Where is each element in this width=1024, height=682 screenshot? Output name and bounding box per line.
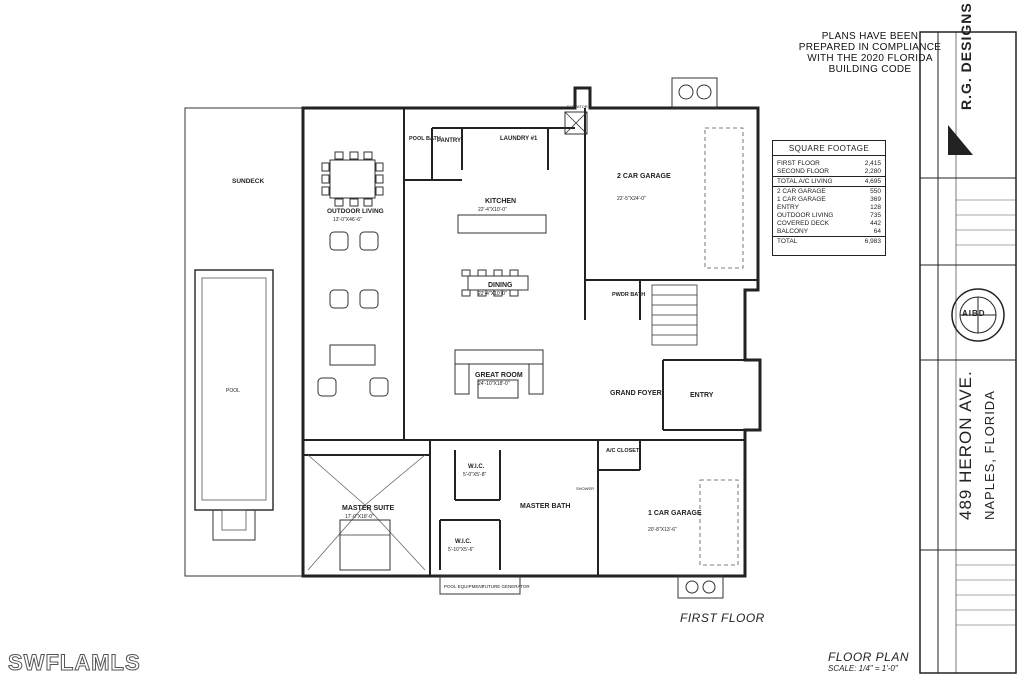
label-pantry: PANTRY: [437, 138, 461, 144]
label-shower: SHOWER: [576, 486, 594, 491]
stairs: [651, 284, 698, 346]
svg-text:13'-0"X46'-6": 13'-0"X46'-6": [333, 217, 362, 223]
svg-text:22'-5"X24'-0": 22'-5"X24'-0": [617, 196, 646, 202]
svg-text:22'-4"X10'-0": 22'-4"X10'-0": [478, 207, 507, 213]
label-garage2: 2 CAR GARAGE: [617, 173, 671, 180]
great-room-seating: [454, 349, 544, 399]
label-dining: DINING: [488, 282, 513, 289]
label-pool: POOL: [226, 388, 240, 394]
firm-logo: [948, 125, 973, 155]
garage2-car-outline: [704, 127, 744, 269]
square-footage-title: SQUARE FOOTAGE: [773, 141, 885, 156]
svg-text:17'-0"X18'-0": 17'-0"X18'-0": [345, 514, 374, 520]
label-pool-equipment: POOL EQUIPMENT: [444, 584, 485, 589]
house-outline: [301, 86, 762, 578]
svg-text:22'-4"X10'-0": 22'-4"X10'-0": [478, 291, 507, 297]
label-kitchen: KITCHEN: [485, 198, 516, 205]
project-city: NAPLES, FLORIDA: [982, 390, 997, 520]
seal-text: AIBD: [962, 309, 986, 318]
firm-name: R.G. DESIGNS: [958, 2, 974, 110]
label-great-room: GREAT ROOM: [475, 372, 523, 379]
interior-walls: [303, 108, 758, 576]
label-wic-top: W.I.C.: [468, 464, 485, 470]
compliance-note: PLANS HAVE BEEN PREPARED IN COMPLIANCE W…: [798, 31, 942, 75]
scale-label: SCALE: 1/4" = 1'-0": [828, 664, 898, 673]
label-pool-bath: POOL BATH: [409, 136, 441, 142]
project-address: 489 HERON AVE.: [956, 370, 975, 520]
svg-text:24'-10"X18'-0": 24'-10"X18'-0": [478, 381, 510, 387]
label-master-bath: MASTER BATH: [520, 503, 570, 510]
label-sundeck: SUNDECK: [232, 178, 264, 185]
label-laundry: LAUNDRY #1: [500, 136, 538, 142]
master-bed: [339, 519, 391, 571]
aibd-seal: [951, 288, 1005, 342]
elevator-box: [564, 111, 588, 135]
mls-watermark: SWFLAMLS: [8, 650, 141, 676]
label-wic-bottom: W.I.C.: [455, 539, 472, 545]
label-grand-foyer: GRAND FOYER: [610, 390, 662, 397]
garage1-car-outline: [699, 479, 739, 566]
label-entry: ENTRY: [690, 392, 714, 399]
label-master-suite: MASTER SUITE: [342, 505, 394, 512]
title-block: [919, 31, 1017, 674]
floor-plan-label: FLOOR PLAN: [828, 650, 910, 664]
label-pwdr-bath: PWDR BATH: [612, 292, 645, 298]
label-future-generator: FUTURE GENERATOR: [482, 584, 530, 589]
label-garage1: 1 CAR GARAGE: [648, 510, 702, 517]
svg-text:5'-10"X5'-6": 5'-10"X5'-6": [448, 547, 474, 553]
label-outdoor-living: OUTDOOR LIVING: [327, 208, 384, 215]
outdoor-dining-table: [321, 151, 384, 207]
spa-outline: [212, 509, 256, 541]
first-floor-label: FIRST FLOOR: [680, 611, 765, 625]
outdoor-lounge-seating: [317, 231, 389, 397]
label-ac-closet: A/C CLOSET: [606, 448, 640, 454]
svg-text:5'-0"X5'-8": 5'-0"X5'-8": [463, 472, 486, 478]
kitchen-furniture: [457, 214, 547, 297]
label-elevator: ELEVATOR: [567, 104, 588, 109]
svg-text:20'-8"X13'-6": 20'-8"X13'-6": [648, 527, 677, 533]
